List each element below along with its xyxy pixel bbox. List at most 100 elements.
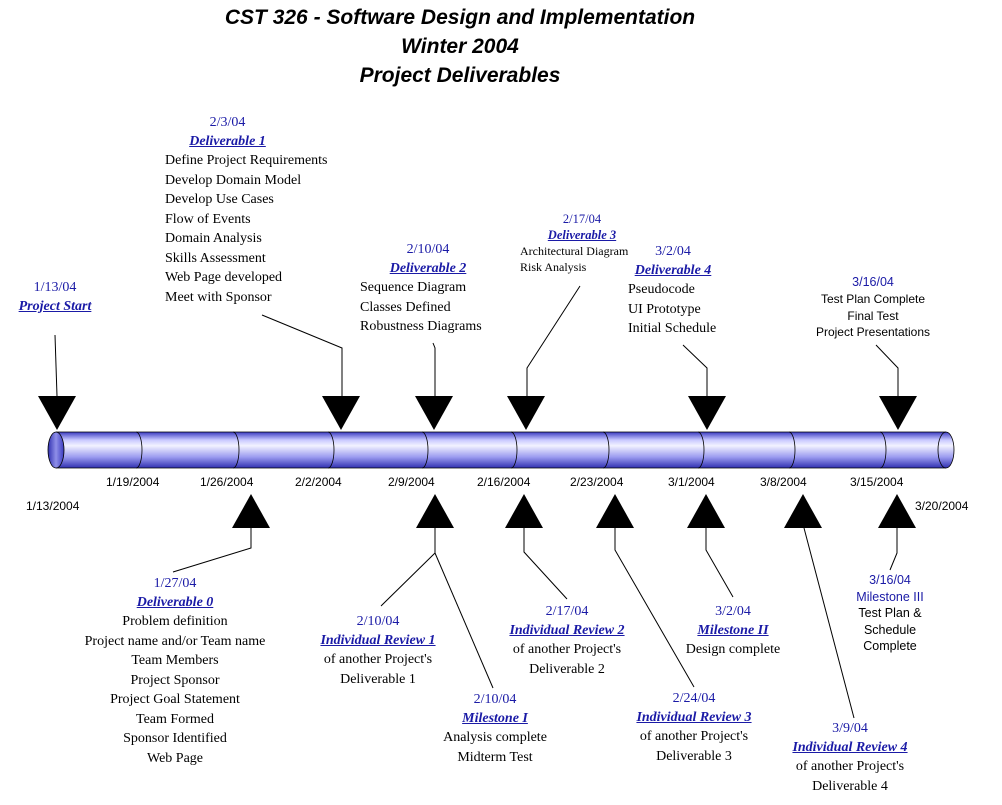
axis-tick: 3/8/2004 bbox=[760, 475, 807, 489]
connector-lines bbox=[54, 285, 899, 719]
event-heading: Individual Review 3 bbox=[636, 710, 752, 725]
axis-tick: 2/16/2004 bbox=[477, 475, 531, 489]
event-item: of another Project's bbox=[512, 642, 622, 657]
event-item: Skills Assessment bbox=[165, 250, 266, 266]
event-item: Team Formed bbox=[136, 711, 214, 727]
event-individual-review-3: 2/24/04 Individual Review 3 of another P… bbox=[614, 690, 774, 766]
up-markers bbox=[232, 494, 916, 528]
axis-tick: 2/2/2004 bbox=[295, 475, 342, 489]
event-item: Midterm Test bbox=[457, 749, 533, 765]
event-item: Problem definition bbox=[122, 614, 228, 629]
event-deliverable-2: 2/10/04 Deliverable 2 Sequence Diagram C… bbox=[360, 241, 510, 337]
event-item: of another Project's bbox=[323, 652, 433, 667]
event-date: 2/17/04 bbox=[562, 212, 602, 226]
axis-tick: 3/1/2004 bbox=[668, 475, 715, 489]
event-project-start: 1/13/04 Project Start bbox=[5, 279, 105, 316]
event-item: Develop Domain Model bbox=[165, 172, 302, 188]
event-item: Classes Defined bbox=[360, 299, 451, 315]
event-item: Web Page bbox=[146, 750, 204, 766]
axis-end-label: 3/20/2004 bbox=[915, 499, 969, 513]
event-heading: Project Start bbox=[18, 299, 92, 314]
up-arrow-icon bbox=[505, 494, 543, 528]
event-item: Domain Analysis bbox=[165, 231, 262, 246]
axis-tick: 1/19/2004 bbox=[106, 475, 160, 489]
event-item: Project Presentations bbox=[815, 325, 931, 339]
event-date: 3/9/04 bbox=[832, 721, 868, 736]
event-item: Pseudocode bbox=[628, 282, 695, 297]
event-item: Final Test bbox=[847, 308, 899, 323]
event-date: 3/16/04 bbox=[852, 275, 894, 289]
event-date: 2/17/04 bbox=[545, 604, 589, 619]
down-arrow-icon bbox=[688, 396, 726, 430]
event-item: Sequence Diagram bbox=[360, 280, 467, 295]
event-item: UI Prototype bbox=[628, 301, 701, 317]
timeline-bar-end bbox=[937, 431, 955, 469]
event-item: Flow of Events bbox=[165, 211, 251, 227]
up-arrow-icon bbox=[416, 494, 454, 528]
event-date: 2/10/04 bbox=[406, 242, 450, 257]
event-heading: Milestone III bbox=[856, 589, 924, 604]
up-arrow-icon bbox=[878, 494, 916, 528]
event-heading: Milestone II bbox=[697, 623, 769, 638]
event-item: of another Project's bbox=[795, 759, 905, 774]
event-item: Sponsor Identified bbox=[123, 731, 227, 746]
event-item: Architectural Diagram bbox=[520, 244, 629, 258]
event-date: 3/16/04 bbox=[869, 573, 911, 587]
event-item: Schedule bbox=[863, 622, 917, 637]
event-item: Risk Analysis bbox=[520, 260, 587, 274]
timeline-bar bbox=[56, 432, 946, 468]
event-heading: Milestone I bbox=[462, 711, 528, 726]
event-heading: Individual Review 1 bbox=[320, 633, 436, 648]
event-item: Deliverable 4 bbox=[812, 778, 888, 794]
event-individual-review-4: 3/9/04 Individual Review 4 of another Pr… bbox=[770, 720, 930, 796]
up-arrow-icon bbox=[784, 494, 822, 528]
event-item: Meet with Sponsor bbox=[165, 289, 272, 305]
event-item: Deliverable 3 bbox=[656, 748, 732, 764]
event-item: Define Project Requirements bbox=[165, 153, 328, 168]
event-item: Develop Use Cases bbox=[165, 192, 274, 207]
event-deliverable-1: 2/3/04 Deliverable 1 Define Project Requ… bbox=[165, 114, 360, 307]
event-item: Team Members bbox=[131, 653, 219, 668]
event-individual-review-2: 2/17/04 Individual Review 2 of another P… bbox=[487, 603, 647, 679]
down-arrow-icon bbox=[507, 396, 545, 430]
event-item: Initial Schedule bbox=[628, 321, 717, 336]
event-deliverable-0: 1/27/04 Deliverable 0 Problem definition… bbox=[50, 575, 300, 768]
event-heading: Individual Review 2 bbox=[509, 623, 625, 638]
up-arrow-icon bbox=[232, 494, 270, 528]
title-line-2: Winter 2004 bbox=[401, 35, 519, 58]
event-heading: Deliverable 1 bbox=[189, 134, 266, 149]
week-dividers bbox=[135, 431, 887, 469]
event-item: Analysis complete bbox=[443, 730, 547, 745]
event-item: Complete bbox=[863, 639, 917, 653]
down-markers bbox=[38, 396, 917, 430]
event-date: 2/10/04 bbox=[356, 614, 400, 629]
event-item: of another Project's bbox=[639, 729, 749, 744]
event-date: 1/13/04 bbox=[33, 280, 77, 295]
event-deliverable-3: 2/17/04 Deliverable 3 Architectural Diag… bbox=[520, 212, 650, 275]
down-arrow-icon bbox=[38, 396, 76, 430]
down-arrow-icon bbox=[415, 396, 453, 430]
up-arrow-icon bbox=[596, 494, 634, 528]
event-heading: Deliverable 2 bbox=[389, 261, 467, 276]
event-final: 3/16/04 Test Plan Complete Final Test Pr… bbox=[798, 273, 948, 341]
event-milestone-1: 2/10/04 Milestone I Analysis complete Mi… bbox=[425, 691, 565, 767]
timeline-bar-cap bbox=[47, 431, 65, 469]
event-item: Deliverable 1 bbox=[340, 671, 416, 687]
axis-start-label: 1/13/2004 bbox=[26, 499, 80, 513]
event-date: 3/2/04 bbox=[655, 244, 691, 259]
event-heading: Deliverable 3 bbox=[547, 228, 617, 242]
event-date: 2/24/04 bbox=[672, 691, 716, 706]
event-item: Project Goal Statement bbox=[110, 692, 240, 707]
event-date: 2/3/04 bbox=[209, 115, 246, 130]
event-date: 1/27/04 bbox=[153, 576, 197, 591]
event-item: Project Sponsor bbox=[130, 672, 220, 688]
axis-tick: 3/15/2004 bbox=[850, 475, 904, 489]
event-deliverable-4: 3/2/04 Deliverable 4 Pseudocode UI Proto… bbox=[628, 243, 738, 339]
down-arrow-icon bbox=[322, 396, 360, 430]
title-line-1: CST 326 - Software Design and Implementa… bbox=[224, 6, 696, 29]
event-milestone-2: 3/2/04 Milestone II Design complete bbox=[668, 603, 798, 660]
event-individual-review-1: 2/10/04 Individual Review 1 of another P… bbox=[298, 613, 458, 689]
event-date: 2/10/04 bbox=[473, 692, 517, 707]
event-milestone-3: 3/16/04 Milestone III Test Plan & Schedu… bbox=[830, 572, 950, 655]
